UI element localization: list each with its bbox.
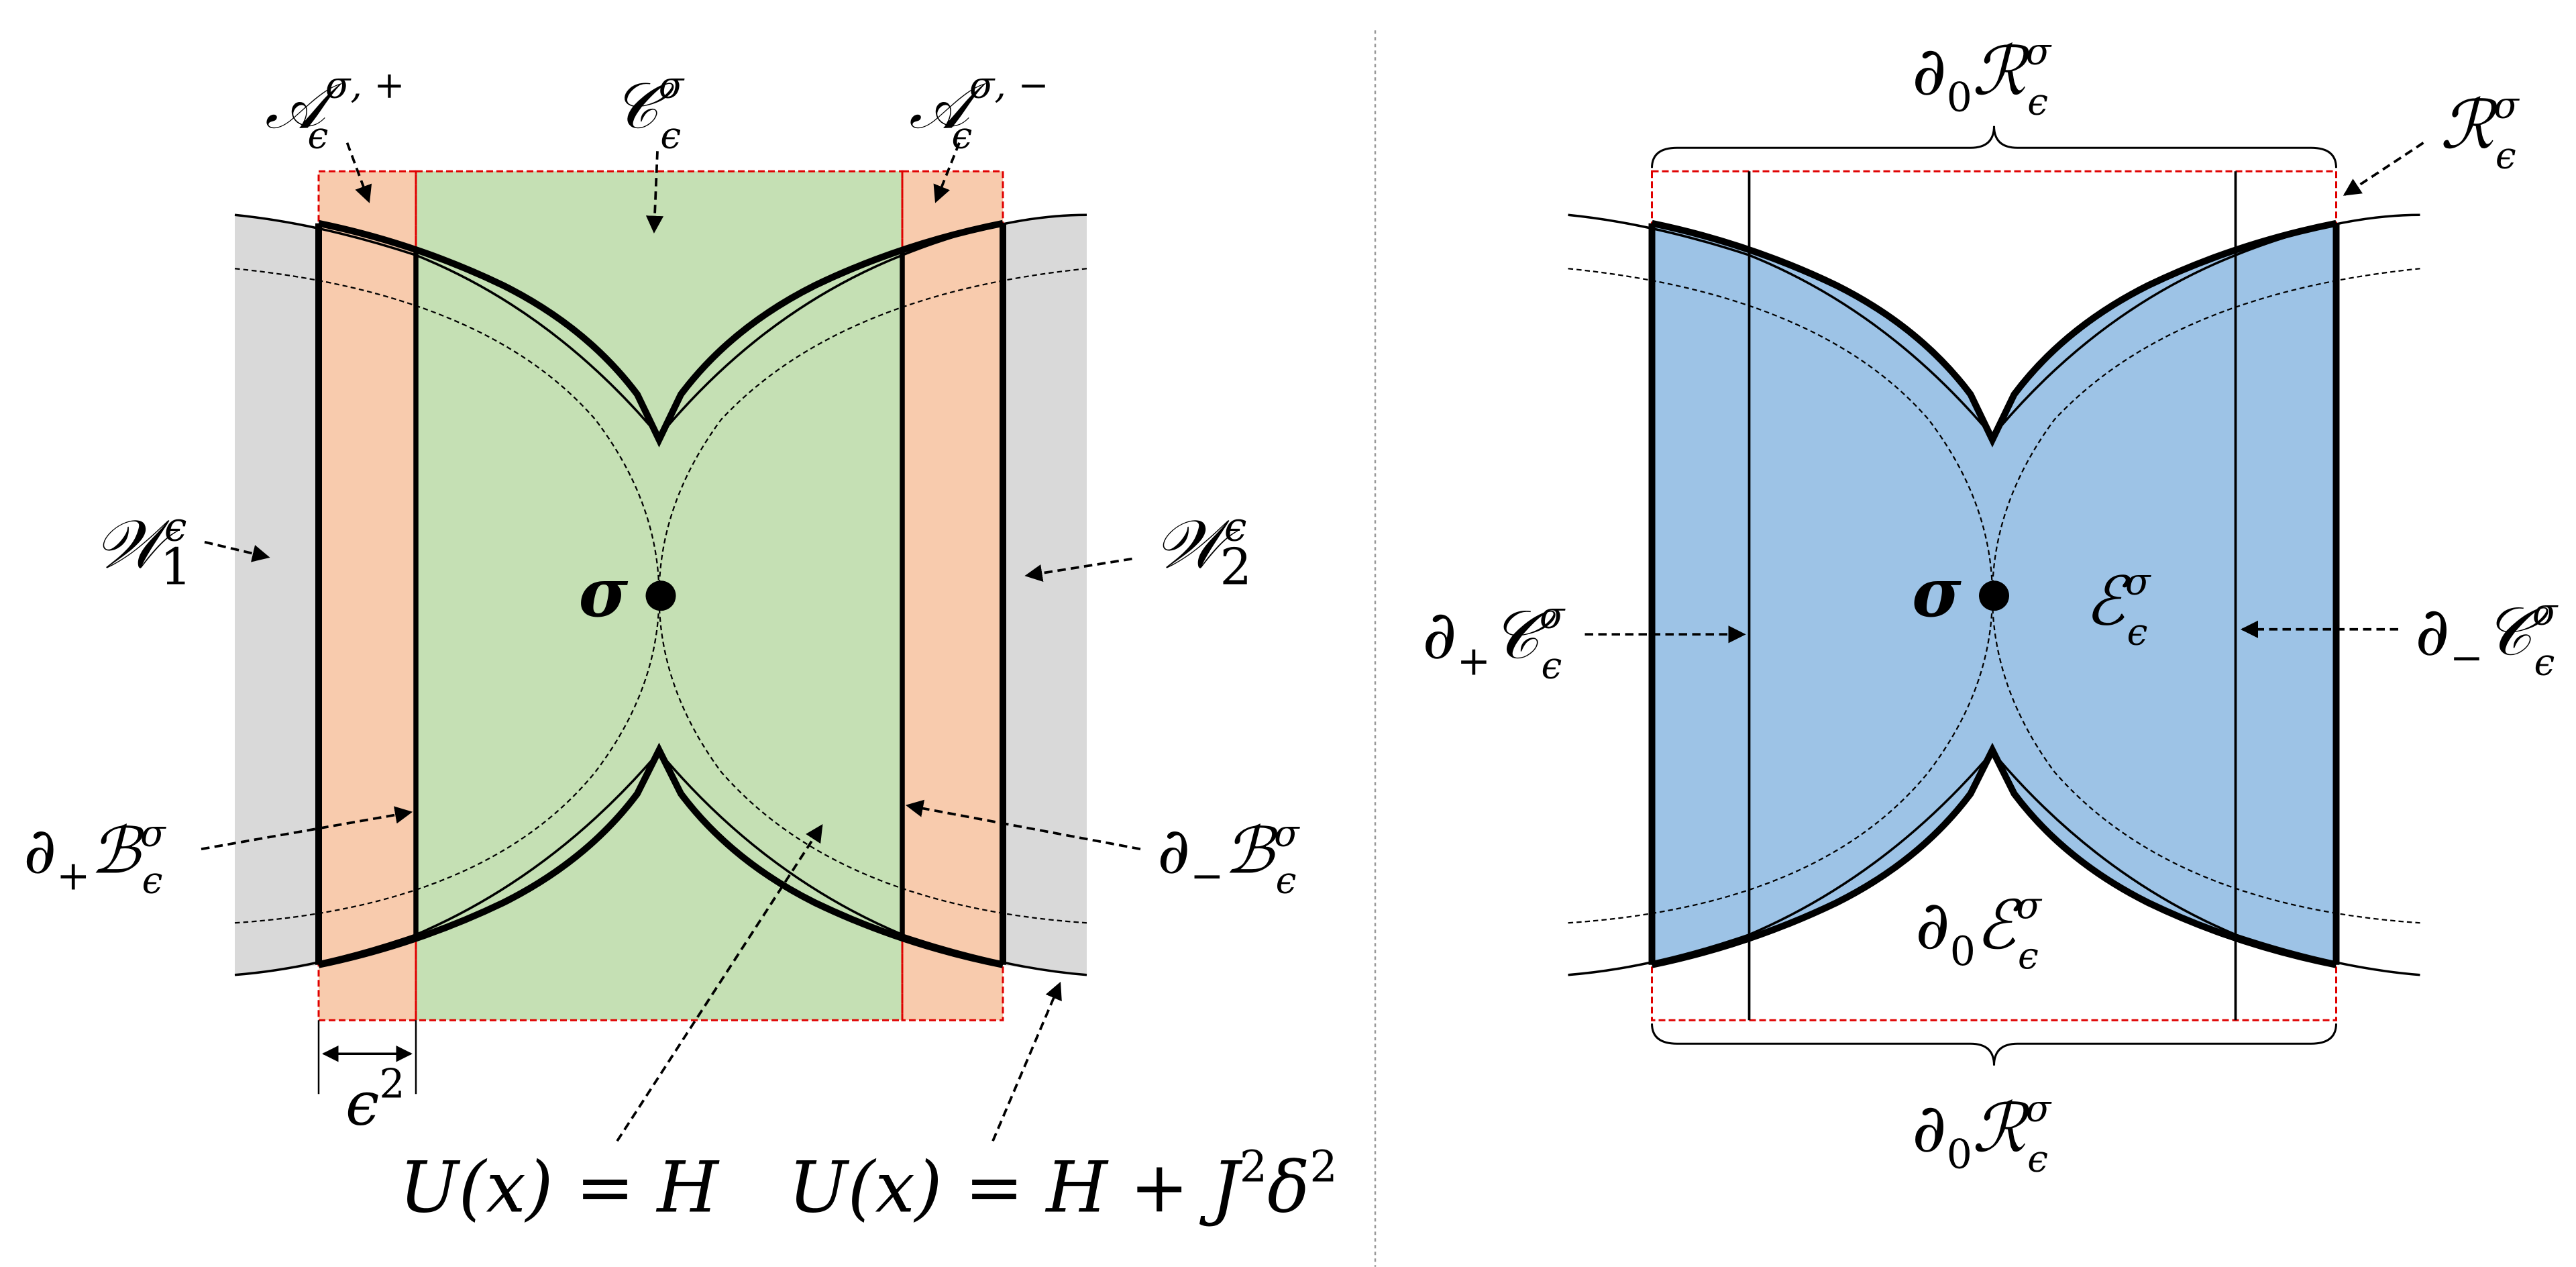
arrow-A-minus	[933, 142, 961, 203]
label-U-equals-H-plus-J: U(x) = H + J2δ2	[788, 1142, 1338, 1228]
brace-bottom	[1651, 1023, 2337, 1066]
arrow-U-H-J	[991, 981, 1062, 1142]
thick-bottom-boundary	[317, 742, 1004, 968]
level-curve-H-b	[234, 268, 1087, 924]
label-U-equals-H: U(x) = H	[399, 1146, 720, 1228]
saddle-point-dot	[645, 580, 676, 611]
well-W1-region	[235, 215, 319, 975]
arrow-U-H	[616, 824, 823, 1142]
thick-top-boundary	[317, 219, 1004, 448]
arrow-R	[2343, 142, 2424, 196]
label-sigma-right: σ	[1912, 553, 1962, 632]
arrow-W2	[1024, 557, 1132, 582]
brace-top	[1651, 125, 2337, 168]
arrow-dplus-B	[201, 806, 413, 851]
arrow-W1	[204, 540, 270, 562]
label-A-minus: 𝒜σ, −ϵ	[909, 63, 1049, 156]
well-W2-region	[1003, 215, 1087, 975]
arrow-C	[645, 151, 664, 234]
strip-A-plus	[319, 171, 416, 1021]
thick-boundary-E-top	[1651, 219, 2337, 448]
right-level-curve-H-b	[1568, 268, 2420, 924]
label-eps2: ϵ2	[345, 1060, 405, 1139]
arrow-A-plus	[345, 142, 372, 203]
label-A-plus: 𝒜σ, +ϵ	[265, 63, 405, 156]
label-sigma-left: σ	[579, 553, 629, 632]
thick-boundary-E-bottom	[1651, 742, 2337, 968]
saddle-point-dot-right	[1979, 580, 2009, 611]
strip-A-minus	[902, 171, 1003, 1021]
